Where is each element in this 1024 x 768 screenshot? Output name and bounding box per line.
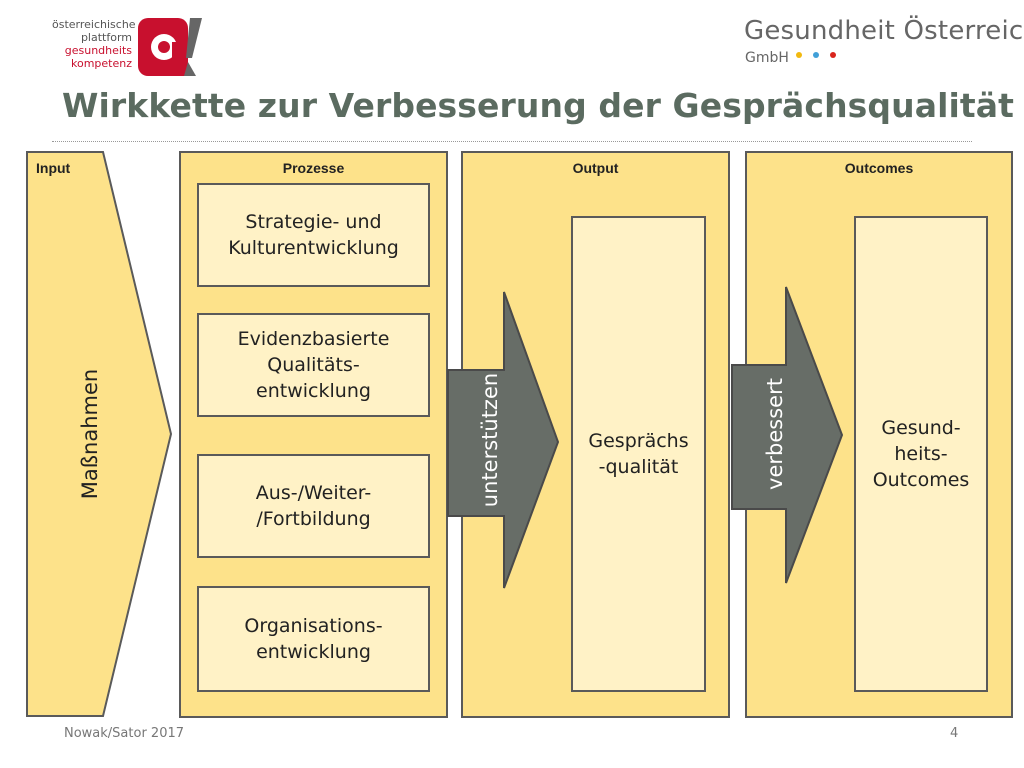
process-box-organisation: Organisations- entwicklung <box>197 586 430 692</box>
oepgk-line-3: gesundheits <box>64 44 132 57</box>
output-box-line-2: -qualität <box>598 456 679 478</box>
arrow-unterstuetzen-shape <box>447 291 560 589</box>
goeg-logo-sub: GmbH <box>745 50 789 66</box>
goeg-dots-icon <box>796 52 836 58</box>
oepgk-line-4: kompetenz <box>71 57 132 70</box>
output-box-line-1: Gesprächs <box>588 430 689 452</box>
process-box-strategie-line-1: Strategie- und <box>245 211 382 233</box>
arrow-verbessert-label: verbessert <box>763 378 787 490</box>
goeg-logo-name: Gesundheit Österreich <box>744 16 1024 46</box>
process-box-fortbildung: Aus-/Weiter- /Fortbildung <box>197 454 430 558</box>
arrow-verbessert-shape <box>731 286 844 584</box>
outcomes-box-line-1: Gesund- <box>881 417 961 439</box>
process-box-evidenz-line-1: Evidenzbasierte <box>237 328 390 350</box>
oepgk-line-2: plattform <box>80 31 132 44</box>
prozesse-column-label: Prozesse <box>282 160 345 176</box>
oepgk-line-1: österreichische <box>52 18 136 31</box>
output-column-label: Output <box>572 160 619 176</box>
process-box-evidenz: Evidenzbasierte Qualitäts- entwicklung <box>197 313 430 417</box>
outcomes-box-gesundheits-outcomes: Gesund- heits- Outcomes <box>854 216 988 692</box>
page-title: Wirkkette zur Verbesserung der Gesprächs… <box>62 86 1015 125</box>
footer-authors: Nowak/Sator 2017 <box>64 726 185 741</box>
process-box-strategie-line-2: Kulturentwicklung <box>228 237 399 259</box>
footer-page-number: 4 <box>950 726 959 741</box>
process-box-fortbildung-line-2: /Fortbildung <box>256 508 371 530</box>
title-divider <box>52 141 972 142</box>
outcomes-box-line-3: Outcomes <box>872 469 970 491</box>
outcomes-column-label: Outcomes <box>844 160 914 176</box>
process-box-strategie: Strategie- und Kulturentwicklung <box>197 183 430 287</box>
process-box-fortbildung-line-1: Aus-/Weiter- <box>255 482 372 504</box>
input-arrow-shape <box>26 151 173 717</box>
process-box-organisation-line-1: Organisations- <box>244 615 383 637</box>
process-box-evidenz-line-3: entwicklung <box>256 380 371 402</box>
oepgk-logo-text: österreichische plattform gesundheits ko… <box>52 18 136 70</box>
process-box-evidenz-line-2: Qualitäts- <box>267 354 360 376</box>
arrow-unterstuetzen-label: unterstützen <box>478 372 502 508</box>
output-box-gespraechsqualitaet: Gesprächs -qualität <box>571 216 706 692</box>
process-box-organisation-line-2: entwicklung <box>256 641 371 663</box>
input-arrow-label: Maßnahmen <box>78 368 102 500</box>
oepgk-logo-mark-icon <box>138 18 202 76</box>
input-column-label: Input <box>36 160 71 176</box>
outcomes-box-line-2: heits- <box>894 443 948 465</box>
